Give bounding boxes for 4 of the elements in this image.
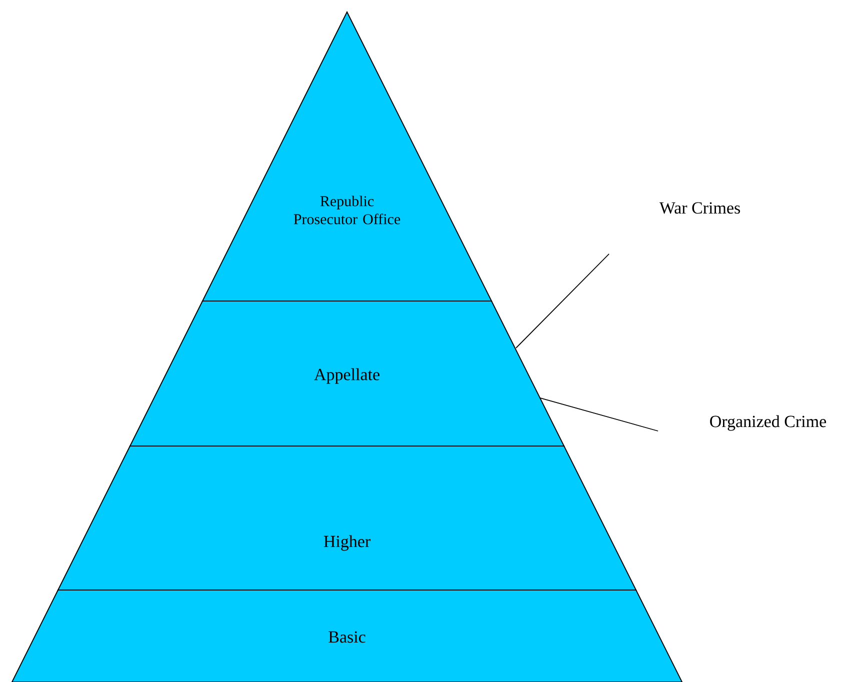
side-label: War Crimes [659,202,740,214]
side-label: Organized Crime [710,415,826,431]
leader-line [516,254,610,348]
leader-line [540,398,658,432]
